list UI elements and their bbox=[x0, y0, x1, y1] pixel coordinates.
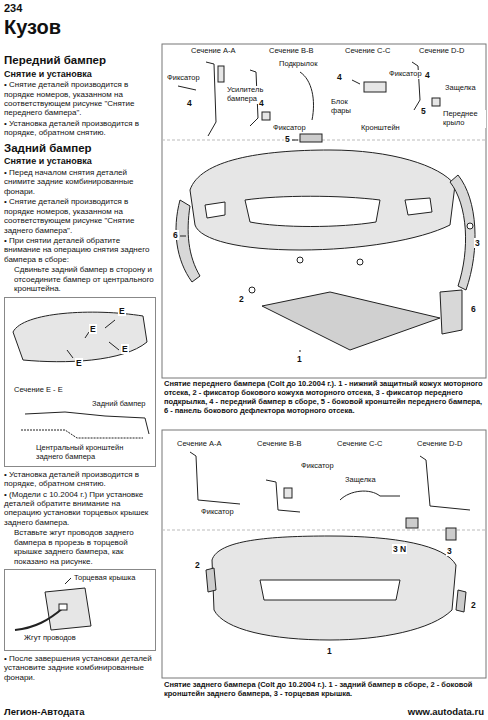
callout-number: 4 bbox=[424, 70, 431, 80]
callout-number: 6 bbox=[172, 230, 179, 240]
part-label: Переднее крыло bbox=[442, 110, 486, 128]
front-bumper bbox=[176, 134, 475, 352]
paragraph: • Снятие деталей производится в порядке … bbox=[4, 197, 156, 235]
section-heading: Передний бампер bbox=[4, 54, 156, 68]
part-label: Сечение D-D bbox=[418, 47, 465, 56]
paragraph: Сдвиньте задний бампер в сторону и отсое… bbox=[14, 265, 156, 293]
part-label: Фиксатор bbox=[200, 508, 235, 517]
part-label: Жгут проводов bbox=[23, 634, 77, 643]
part-label: Сечение A-A bbox=[190, 47, 237, 56]
page-number: 234 bbox=[4, 2, 22, 15]
section-heading: Задний бампер bbox=[4, 142, 156, 156]
subheading: Снятие и установка bbox=[4, 156, 156, 167]
callout-number: 5 bbox=[284, 134, 291, 144]
callout-number: 2 bbox=[470, 600, 477, 610]
figure-caption: Снятие заднего бампера (Colt до 10.2004 … bbox=[164, 681, 484, 699]
callout-number: E bbox=[121, 344, 129, 354]
figure-frame bbox=[162, 430, 486, 678]
part-label: Торцевая крышка bbox=[73, 574, 136, 583]
part-label: Сечение C-C bbox=[344, 47, 391, 56]
callout-number: 3 N bbox=[392, 544, 407, 554]
front-sections bbox=[178, 62, 440, 136]
callout-number: E bbox=[118, 306, 126, 316]
callout-number: 4 bbox=[186, 98, 193, 108]
callout-number: 3 bbox=[446, 546, 453, 556]
footer-text: Легион-Автодата bbox=[4, 706, 84, 717]
paragraph: • Снятие деталей производится в порядке … bbox=[4, 80, 156, 118]
part-label: Фиксатор bbox=[300, 462, 335, 471]
figure-frame bbox=[162, 44, 486, 378]
part-label: Сечение E - E bbox=[13, 386, 64, 395]
part-label: Центральный кронштейн заднего бампера bbox=[35, 444, 149, 462]
rear-sections bbox=[190, 452, 470, 512]
paragraph: • (Модели с 10.2004 г.) При установке де… bbox=[4, 490, 156, 528]
callout-number: E bbox=[89, 324, 97, 334]
paragraph: • Перед началом снятия деталей снимите з… bbox=[4, 168, 156, 196]
part-label: Сечение A-A bbox=[176, 440, 223, 449]
callout-number: 2 bbox=[194, 560, 201, 570]
figure-caption: Снятие переднего бампера (Colt до 10.200… bbox=[164, 380, 484, 415]
part-label: Задний бампер bbox=[91, 400, 147, 409]
callout-number: 6 bbox=[470, 304, 477, 314]
callout-number: E bbox=[75, 358, 83, 368]
footer-text: www.autodata.ru bbox=[408, 706, 484, 717]
paragraph: • Установка деталей производится в поряд… bbox=[4, 119, 156, 138]
rear-bumper bbox=[206, 518, 466, 640]
part-label: Защелка bbox=[344, 476, 377, 485]
figure-panel: E E E E Сечение E - E Задний бамперЦентральны… bbox=[4, 297, 156, 467]
callout-number: 1 bbox=[296, 354, 303, 364]
part-label: Защелка bbox=[444, 84, 477, 93]
part-label: Фиксатор bbox=[166, 74, 201, 83]
part-label: Усилитель бампера bbox=[226, 86, 274, 104]
part-label: Кронштейн bbox=[360, 124, 401, 133]
paragraph: • При снятии деталей обратите внимание н… bbox=[4, 236, 156, 264]
callout-number: 1 bbox=[326, 646, 333, 656]
paragraph: Вставьте жгут проводов заднего бампера в… bbox=[14, 528, 156, 566]
paragraph: • Установка деталей производится в поряд… bbox=[4, 470, 156, 489]
part-label: Блок фары bbox=[330, 98, 366, 116]
callout-number: 2 bbox=[238, 294, 245, 304]
callout-number: 3 bbox=[474, 238, 481, 248]
part-label: Фиксатор bbox=[272, 124, 307, 133]
callout-number: 5 bbox=[420, 106, 427, 116]
part-label: Сечение B-B bbox=[256, 440, 303, 449]
callout-number: 4 bbox=[336, 72, 343, 82]
rear-bumper-sketch bbox=[5, 298, 155, 466]
figure-panel: Торцевая крышкаЖгут проводов bbox=[4, 569, 156, 651]
page-title: Кузов bbox=[4, 16, 61, 40]
callout-number: 4 bbox=[258, 98, 265, 108]
part-label: Сечение B-B bbox=[268, 47, 315, 56]
part-label: Сечение D-D bbox=[416, 440, 463, 449]
text-column: Передний бамперСнятие и установка• Сняти… bbox=[4, 50, 156, 682]
part-label: Фиксатор bbox=[388, 70, 423, 79]
subheading: Снятие и установка bbox=[4, 69, 156, 80]
paragraph: • После завершения установки деталей уст… bbox=[4, 654, 156, 682]
part-label: Подкрылок bbox=[278, 60, 319, 69]
part-label: Сечение C-C bbox=[336, 440, 383, 449]
